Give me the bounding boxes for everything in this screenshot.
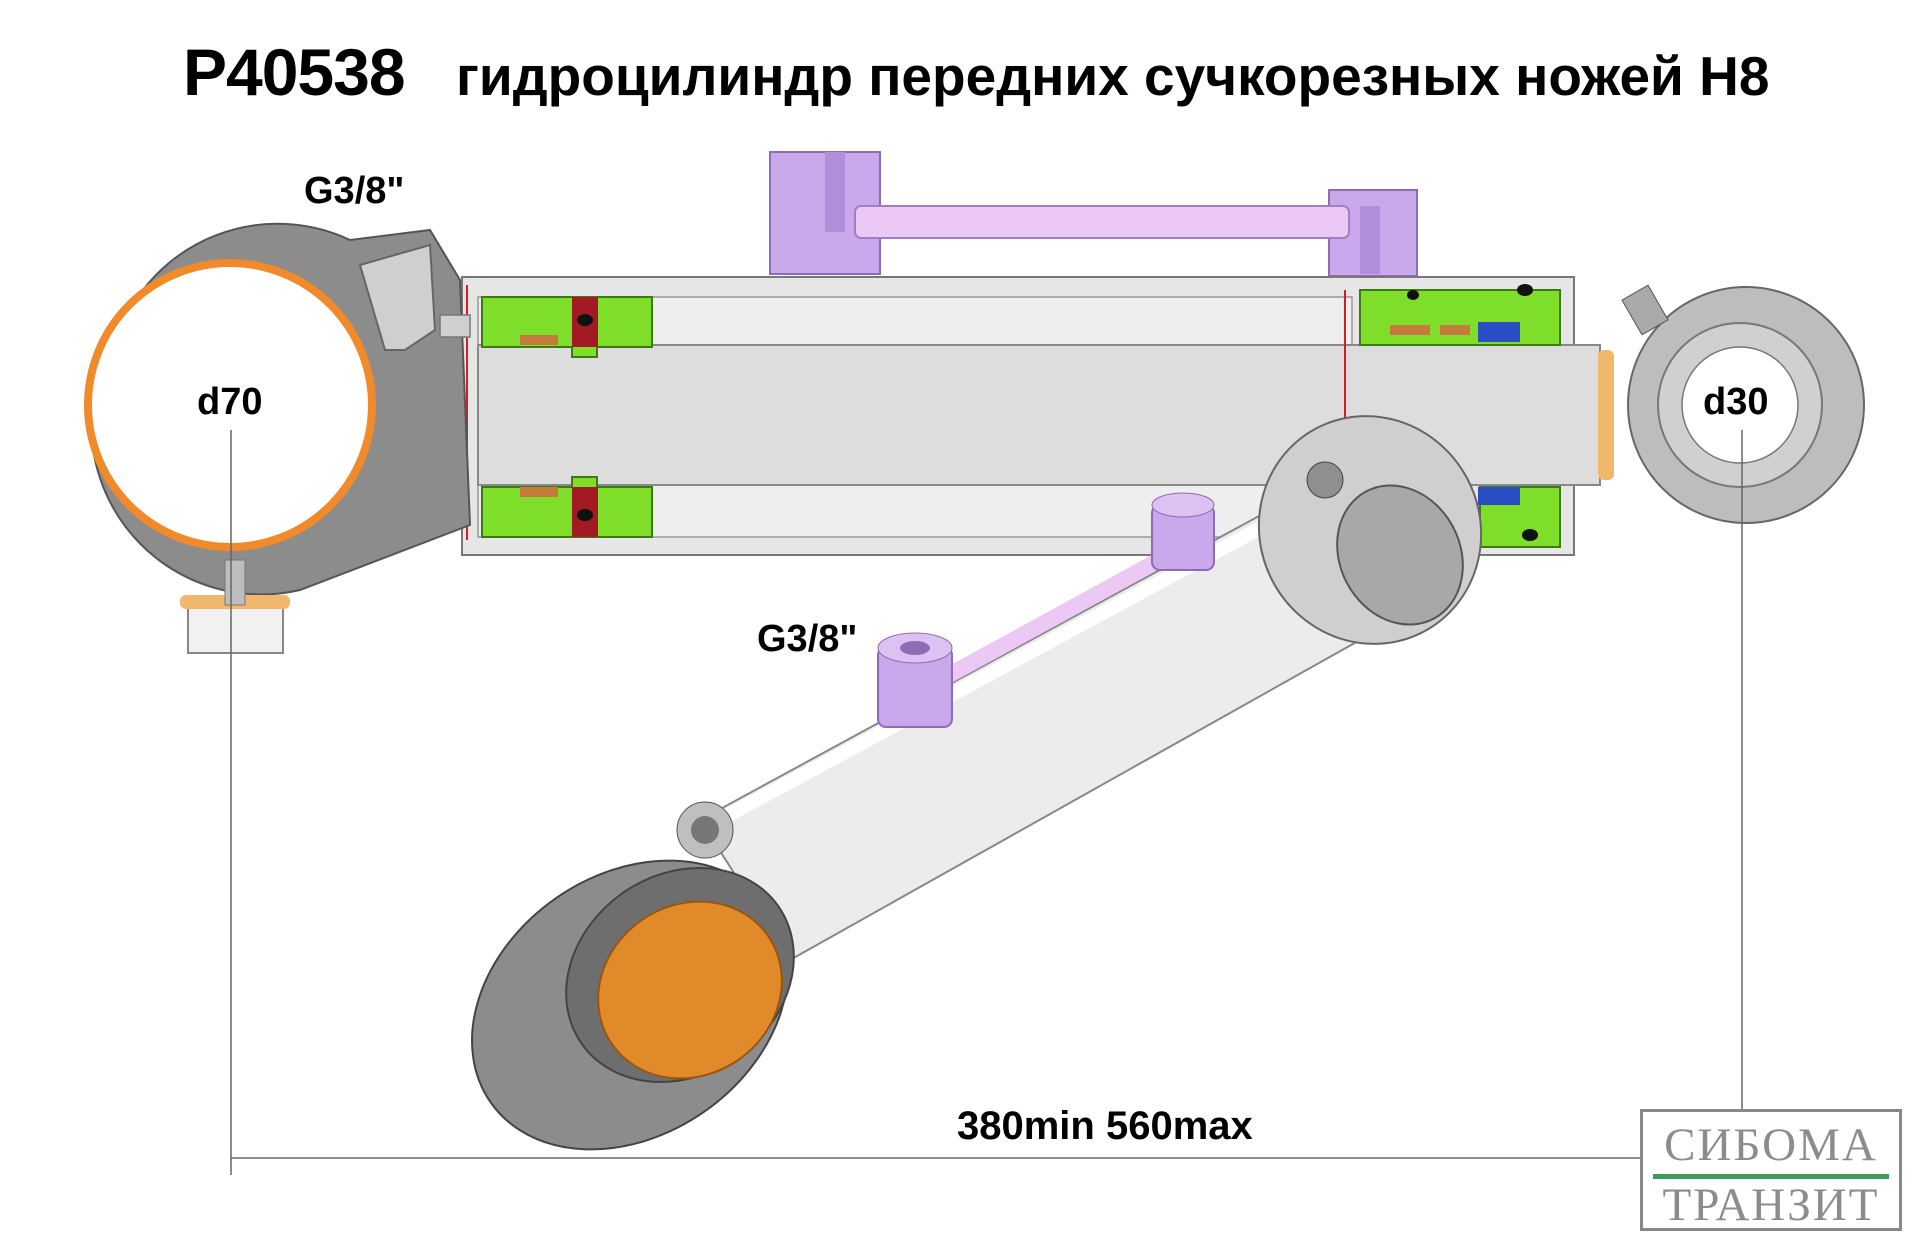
logo-line-1: СИБОМА <box>1664 1119 1878 1171</box>
logo-divider <box>1653 1174 1889 1179</box>
stroke-dimension-label: 380min 560max <box>957 1104 1253 1148</box>
piston <box>481 296 653 538</box>
part-title: гидроцилиндр передних сучкорезных ножей … <box>456 45 1770 107</box>
section-view <box>84 151 1865 654</box>
isometric-view <box>471 415 1483 1151</box>
port-label-top: G3/8" <box>304 170 405 212</box>
logo-line-2: ТРАНЗИТ <box>1662 1179 1880 1231</box>
external-pipe <box>769 151 1418 277</box>
bore-label-left: d70 <box>197 381 263 423</box>
part-number: P40538 <box>183 35 406 109</box>
port-label-iso: G3/8" <box>757 618 858 660</box>
company-logo: СИБОМА ТРАНЗИТ <box>1640 1109 1902 1231</box>
gland <box>1359 284 1561 548</box>
left-eye <box>84 222 472 654</box>
dimension-lines <box>230 430 1743 1175</box>
right-eye <box>1621 284 1865 524</box>
bore-label-right: d30 <box>1703 381 1769 423</box>
